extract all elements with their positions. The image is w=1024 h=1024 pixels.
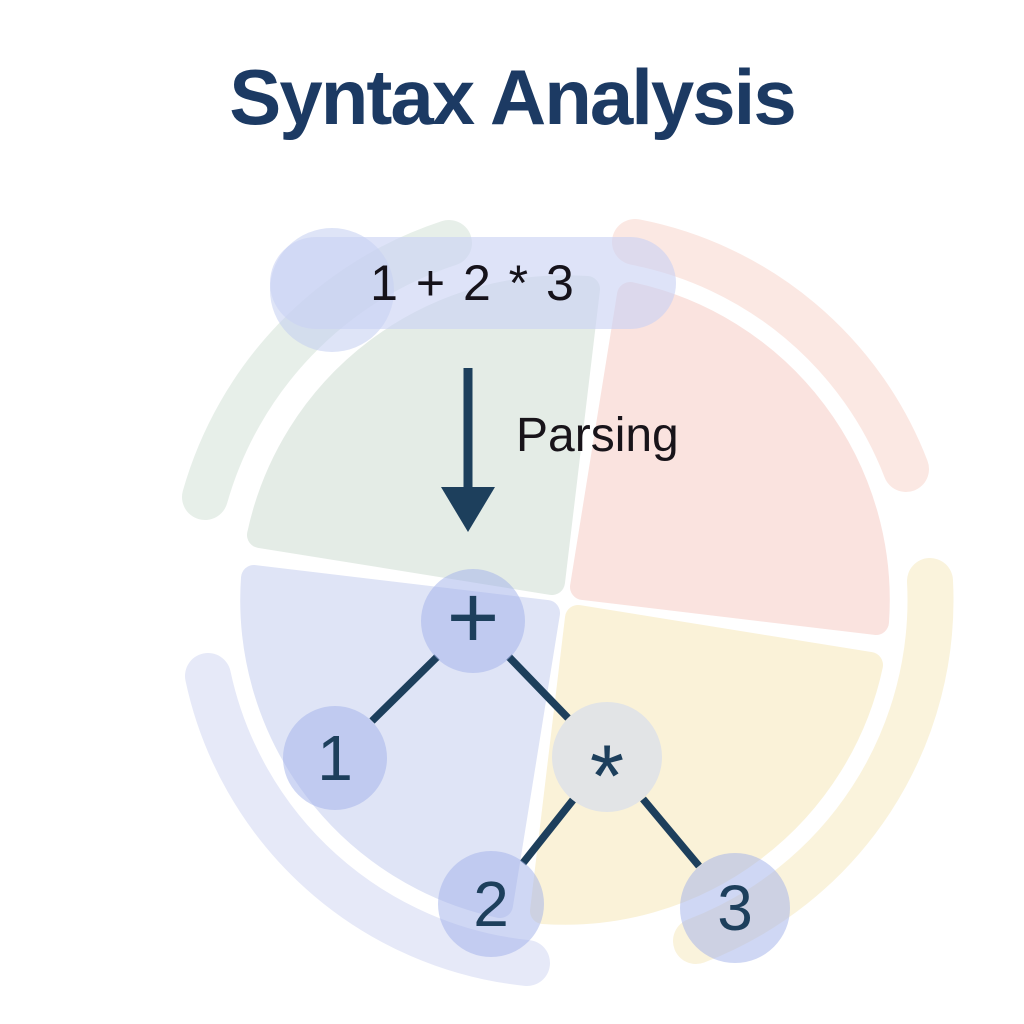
- tree-node-three: 3: [680, 853, 790, 963]
- parsing-label: Parsing: [516, 409, 679, 462]
- tree-node-two-label: 2: [473, 868, 509, 940]
- edge-star-two: [520, 797, 576, 866]
- tree-node-one: 1: [283, 706, 387, 810]
- edge-plus-one: [369, 654, 440, 724]
- expression-text: 1 + 2 * 3: [370, 255, 576, 311]
- tree-edges: [369, 654, 702, 869]
- tree-node-three-label: 3: [717, 872, 753, 944]
- watermark-red-petal: [570, 282, 890, 635]
- edge-star-three: [640, 796, 702, 869]
- expression-pill: 1 + 2 * 3: [270, 237, 676, 329]
- watermark-yellow-petal: [530, 605, 883, 925]
- watermark-red-arc: [612, 219, 929, 492]
- watermark-blue-arc: [185, 653, 550, 986]
- tree-node-plus: +: [421, 567, 525, 673]
- tree-node-two: 2: [438, 851, 544, 957]
- tree-node-plus-label: +: [446, 567, 500, 668]
- edge-plus-star: [506, 654, 571, 721]
- tree-node-star: *: [552, 702, 662, 825]
- tree-node-star-label: *: [589, 726, 625, 825]
- parsing-arrow-head-icon: [441, 487, 495, 532]
- page-title: Syntax Analysis: [229, 53, 796, 141]
- tree-node-one-label: 1: [317, 722, 353, 794]
